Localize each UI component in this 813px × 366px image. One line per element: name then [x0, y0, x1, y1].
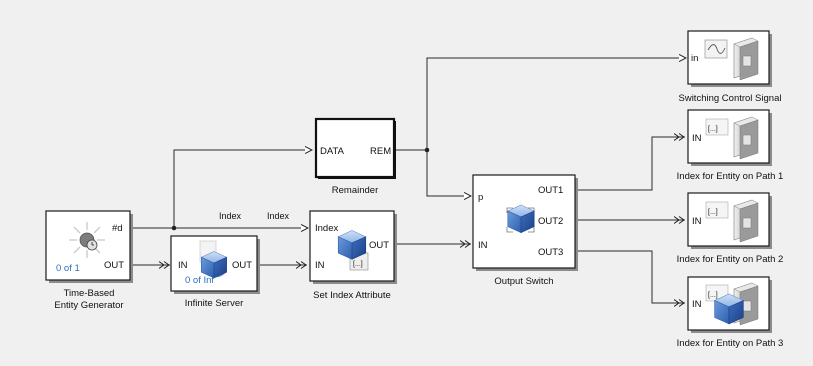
block-set-index-attribute[interactable]: Index IN OUT [...] Set Index Attribute	[309, 210, 397, 301]
scope-icon	[704, 37, 759, 81]
generator-count: 0 of 1	[56, 263, 80, 274]
setindex-port-out: OUT	[369, 240, 389, 251]
setindex-port-in: IN	[315, 260, 325, 271]
signal-labels: Index Index	[219, 211, 290, 221]
wire-rem-switch	[394, 149, 471, 196]
setindex-port-index: Index	[315, 223, 338, 234]
switch-caption: Output Switch	[494, 276, 553, 287]
sink3-caption: Index for Entity on Path 3	[677, 338, 784, 349]
switch-icon	[506, 204, 535, 233]
server-port-out: OUT	[232, 260, 252, 271]
block-entity-generator[interactable]: #d OUT 0 of 1 Time-Based Entity Generato…	[45, 210, 133, 311]
sink2-icon	[705, 199, 759, 243]
generator-caption-2: Entity Generator	[54, 300, 123, 311]
sink1-symbol: [...]	[708, 126, 718, 133]
wire-out1	[578, 137, 685, 191]
index-label-2: Index	[267, 211, 290, 221]
block-remainder[interactable]: DATA REM Remainder	[314, 117, 396, 196]
block-infinite-server[interactable]: IN OUT 0 of Inf Infinite Server	[170, 235, 260, 309]
block-sink-path-2[interactable]: IN [...] Index for Entity on Path 2	[677, 192, 784, 265]
wire-rem-scope	[426, 58, 686, 150]
scope-port-in: in	[691, 53, 698, 64]
remainder-caption: Remainder	[332, 185, 378, 196]
block-sink-path-3[interactable]: IN [...] Index for Entity on Path 3	[677, 276, 784, 349]
sink2-caption: Index for Entity on Path 2	[677, 254, 784, 265]
index-label-1: Index	[219, 211, 242, 221]
block-switching-control-signal[interactable]: in Switching Control Signal	[679, 30, 782, 104]
block-output-switch[interactable]: p IN OUT1 OUT2 OUT3 Output Switch	[472, 174, 578, 287]
switch-port-in: IN	[478, 240, 488, 251]
sink3-icon	[705, 282, 759, 326]
wire-index-remainder	[173, 150, 312, 228]
scope-caption: Switching Control Signal	[679, 93, 782, 104]
setindex-icon	[337, 230, 369, 271]
sink1-caption: Index for Entity on Path 1	[677, 171, 784, 182]
setindex-caption: Set Index Attribute	[313, 290, 391, 301]
generator-port-d: #d	[112, 223, 123, 234]
generator-port-out: OUT	[104, 260, 124, 271]
setindex-symbol: [...]	[353, 261, 363, 268]
switch-port-out3: OUT3	[538, 247, 563, 258]
server-count: 0 of Inf	[185, 275, 214, 286]
sink3-port-in: IN	[692, 299, 702, 310]
signal-lines	[130, 58, 686, 303]
block-sink-path-1[interactable]: IN [...] Index for Entity on Path 1	[677, 109, 784, 182]
remainder-port-data: DATA	[320, 146, 345, 157]
switch-port-out2: OUT2	[538, 216, 563, 227]
sink3-symbol: [...]	[708, 292, 718, 299]
sink2-symbol: [...]	[708, 209, 718, 216]
sink1-port-in: IN	[692, 133, 702, 144]
generator-icon	[69, 222, 105, 258]
wire-out3	[578, 250, 685, 303]
switch-port-p: p	[478, 192, 483, 203]
generator-caption-1: Time-Based	[64, 288, 115, 299]
sink2-port-in: IN	[692, 216, 702, 227]
remainder-port-rem: REM	[370, 146, 391, 157]
switch-port-out1: OUT1	[538, 185, 563, 196]
sink1-icon	[705, 116, 759, 160]
server-caption: Infinite Server	[185, 298, 244, 309]
server-port-in: IN	[178, 260, 188, 271]
server-icon	[199, 240, 227, 279]
